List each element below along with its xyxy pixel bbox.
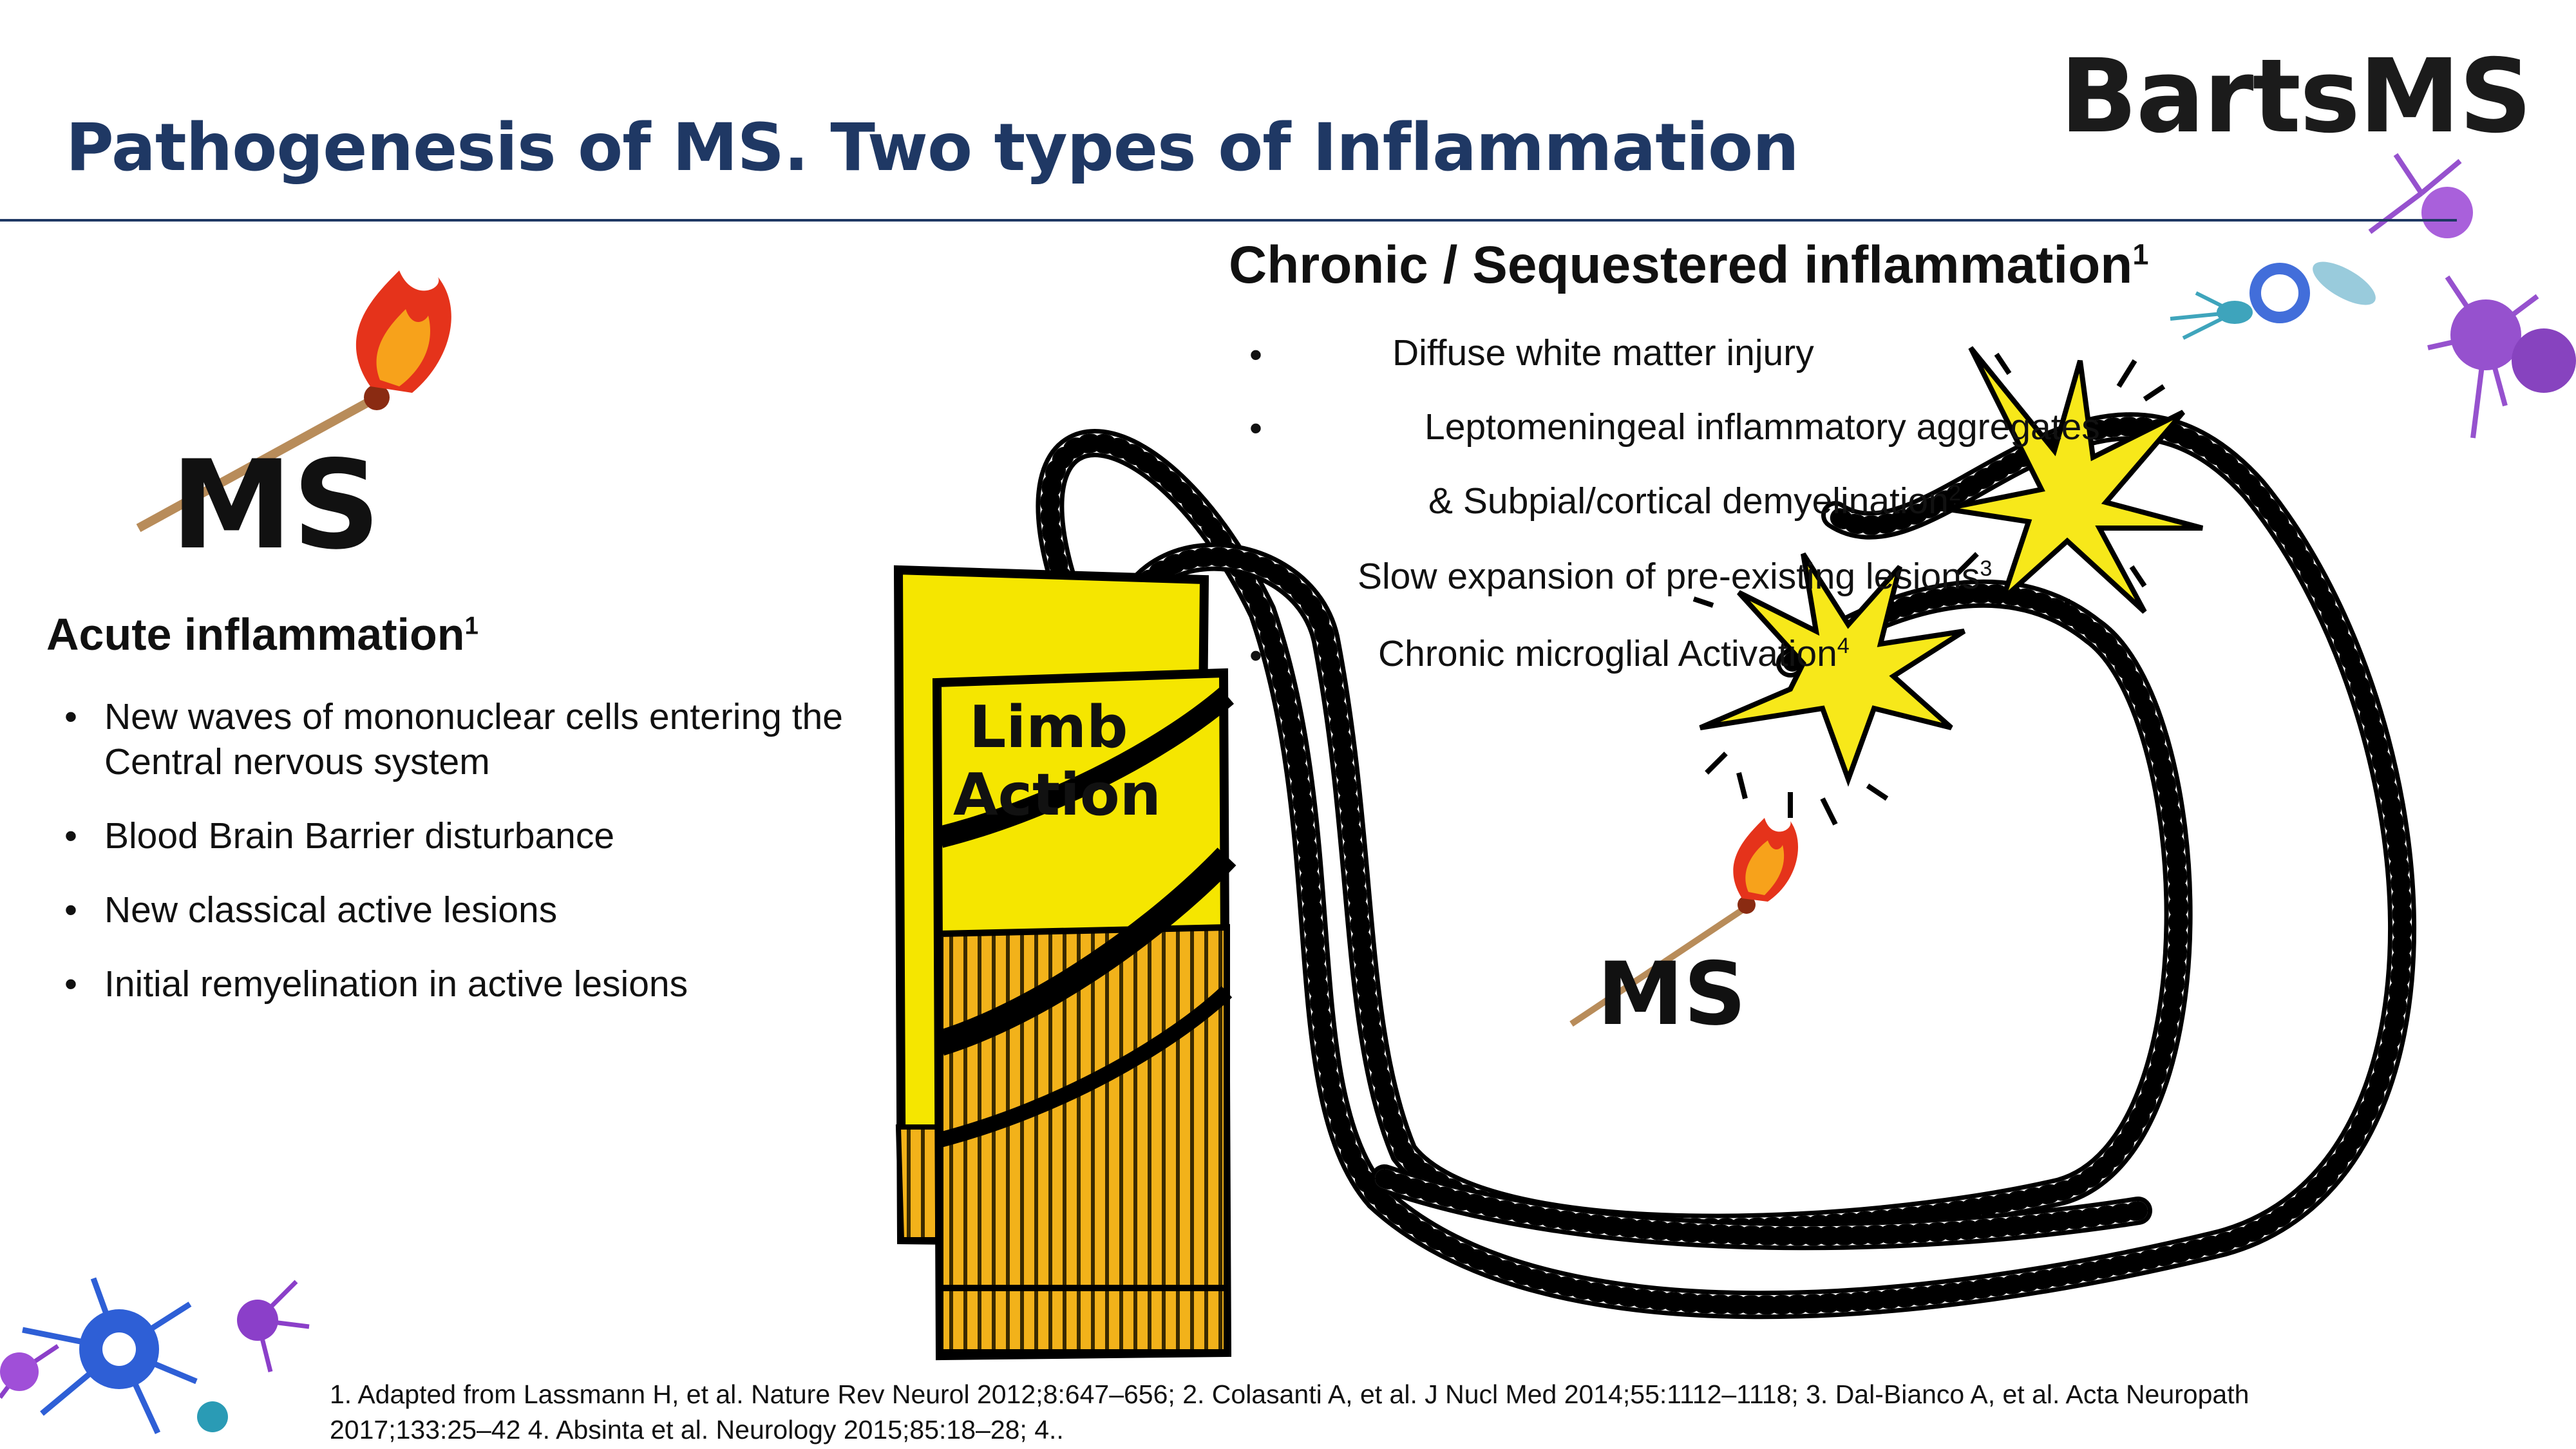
bartsms-logo: BartsMS (2060, 37, 2532, 156)
match-label-top: MS (171, 434, 381, 576)
title-divider (0, 219, 2457, 222)
bullet-marker: • (1249, 635, 1262, 676)
chronic-inflammation-heading: Chronic / Sequestered inflammation1 (1229, 236, 2149, 294)
list-item: •New waves of mononuclear cells entering… (64, 696, 843, 782)
bullet-marker: • (1249, 334, 1262, 375)
dynamite-label-line2: Action (953, 761, 1161, 829)
match-flame-icon: MS (1569, 818, 1799, 1045)
acute-inflammation-heading: Acute inflammation1 (46, 609, 478, 659)
match-flame-icon: MS (136, 270, 451, 576)
slide-title: Pathogenesis of MS. Two types of Inflamm… (66, 109, 1799, 186)
dynamite-icon: Limb Action (893, 565, 1236, 1361)
acute-heading-ref: 1 (464, 612, 478, 640)
chronic-item: Slow expansion of pre-existing lesions3 (1358, 556, 1993, 597)
match-label-bottom: MS (1597, 943, 1747, 1045)
spark-burst-icon (1944, 346, 2204, 625)
list-item: •New classical active lesions (64, 889, 558, 931)
references-footnote: 1. Adapted from Lassmann H, et al. Natur… (330, 1379, 2249, 1444)
chronic-item: Leptomeningeal inflammatory aggregates (1425, 406, 2100, 448)
spark-burst-icon (1692, 552, 1966, 826)
dynamite-label-line1: Limb (969, 694, 1128, 761)
list-item: •Blood Brain Barrier disturbance (64, 815, 615, 857)
neuron-cell-icon (2170, 153, 2576, 439)
bullet-marker: • (1249, 408, 1262, 449)
acute-inflammation-list: •New waves of mononuclear cells entering… (64, 694, 889, 1036)
chronic-item: Diffuse white matter injury (1392, 332, 1814, 374)
neuron-cell-icon (0, 1277, 310, 1434)
chronic-item: Chronic microglial Activation4 (1378, 633, 1850, 674)
chronic-item: & Subpial/cortical demyelination2 (1428, 480, 1961, 522)
list-item: •Initial remyelination in active lesions (64, 963, 688, 1005)
chronic-heading-ref: 1 (2132, 238, 2149, 271)
